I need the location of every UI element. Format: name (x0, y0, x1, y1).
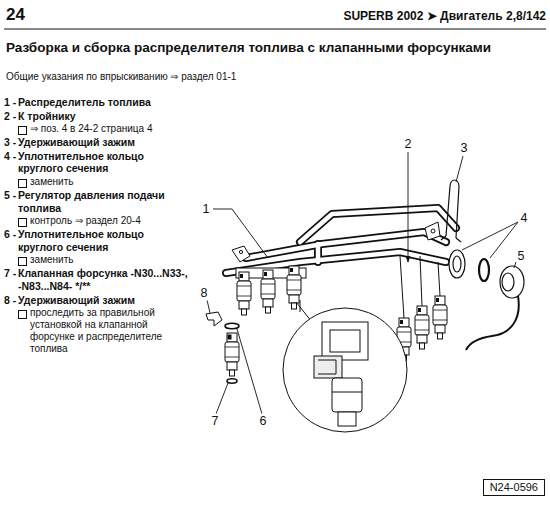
illustration-part (502, 273, 514, 291)
illustration-part (433, 296, 447, 339)
figure-id: N24-0596 (484, 480, 544, 495)
illustration-part (316, 244, 321, 262)
illustration-part (431, 229, 435, 233)
illustration-part (232, 222, 440, 262)
illustration-part (449, 250, 524, 350)
list-number: 4 - (4, 150, 16, 163)
illustration-part (225, 323, 239, 329)
illustration-part (453, 256, 461, 272)
illustration-part (466, 296, 519, 350)
illustration-part (226, 208, 456, 273)
checkbox-symbol (18, 310, 27, 319)
illustration-part (338, 412, 356, 426)
illustration-part (500, 266, 524, 298)
instruction-note: заменить (30, 176, 188, 188)
illustration-part (456, 156, 463, 182)
illustration-part (261, 270, 275, 313)
illustration-part (425, 222, 440, 240)
illustration-part (226, 208, 456, 273)
illustration-part (213, 209, 268, 258)
illustration-part (237, 329, 262, 414)
illustration-part (449, 250, 465, 278)
callout-number: 5 (517, 249, 526, 264)
list-number: 5 - (4, 189, 16, 202)
list-number: 7 - (4, 267, 16, 280)
list-number: 6 - (4, 228, 16, 241)
illustration-part (206, 312, 239, 383)
illustration-part (239, 250, 242, 253)
illustration-part (207, 152, 518, 414)
part-name: Распределитель топлива (18, 96, 188, 109)
illustration-part (330, 330, 360, 352)
list-number: 1 - (4, 96, 16, 109)
illustration-part (226, 208, 456, 273)
illustration-part (441, 180, 461, 242)
illustration-part (462, 222, 518, 258)
list-number: 2 - (4, 110, 16, 123)
illustration-part (4, 29, 546, 30)
illustration-part (332, 392, 362, 393)
illustration-part (283, 300, 407, 432)
callout-number: 7 (211, 414, 220, 429)
part-name: К тройнику (18, 110, 188, 123)
instruction-note: ⇒ поз. 4 в 24-2 страница 4 (30, 123, 188, 135)
illustration-part (287, 266, 301, 309)
part-name: Клапанная форсунка -N30...N33-, -N83...N… (18, 267, 188, 292)
instruction-note: заменить (30, 254, 188, 266)
illustration-part (237, 272, 251, 315)
illustration-part (216, 383, 228, 414)
checkbox-symbol (18, 179, 27, 188)
illustration-part (232, 246, 250, 262)
illustration-part (408, 152, 409, 262)
checkbox-symbol (18, 218, 27, 227)
subtitle-note: Общие указания по впрыскиванию ⇒ раздел … (6, 71, 236, 83)
part-name: Удерживающий зажим (18, 294, 188, 307)
illustration-part (314, 356, 342, 378)
part-name: Уплотнительное кольцо круглого сечения (18, 228, 188, 253)
illustration-part (227, 379, 237, 383)
illustration-part (225, 333, 239, 376)
list-number: 3 - (4, 136, 16, 149)
page-title: Разборка и сборка распределителя топлива… (6, 40, 550, 56)
instruction-note: проследить за правильной установкой на к… (30, 307, 188, 355)
illustration-part (206, 312, 222, 326)
callout-number: 6 (259, 414, 268, 429)
part-name: Удерживающий зажим (18, 136, 188, 149)
illustration-part (207, 300, 210, 313)
list-number: 8 - (4, 294, 16, 307)
instruction-note: контроль ⇒ раздел 20-4 (30, 215, 188, 227)
callout-number: 8 (200, 286, 209, 301)
callout-number: 1 (202, 202, 211, 217)
page-number: 24 (6, 5, 25, 25)
checkbox-symbol (18, 126, 27, 135)
illustration-part (415, 306, 429, 349)
figure-id-box: N24-0596 (483, 479, 545, 496)
callout-number: 2 (404, 137, 413, 152)
illustration-part (283, 308, 407, 432)
illustration-part (332, 378, 362, 412)
part-name: Уплотнительное кольцо круглого сечения (18, 150, 188, 175)
illustration-part (441, 236, 461, 242)
callout-number: 3 (460, 141, 469, 156)
illustration-part (322, 322, 368, 360)
checkbox-symbol (18, 257, 27, 266)
illustration-part (446, 180, 459, 238)
part-name: Регулятор давления подачи топлива (18, 189, 188, 214)
callout-number: 4 (520, 211, 529, 226)
illustration-part (318, 360, 336, 374)
page-header: SUPERB 2002 ➤ Двигатель 2,8/142 (343, 9, 546, 23)
illustration-part (479, 259, 489, 281)
